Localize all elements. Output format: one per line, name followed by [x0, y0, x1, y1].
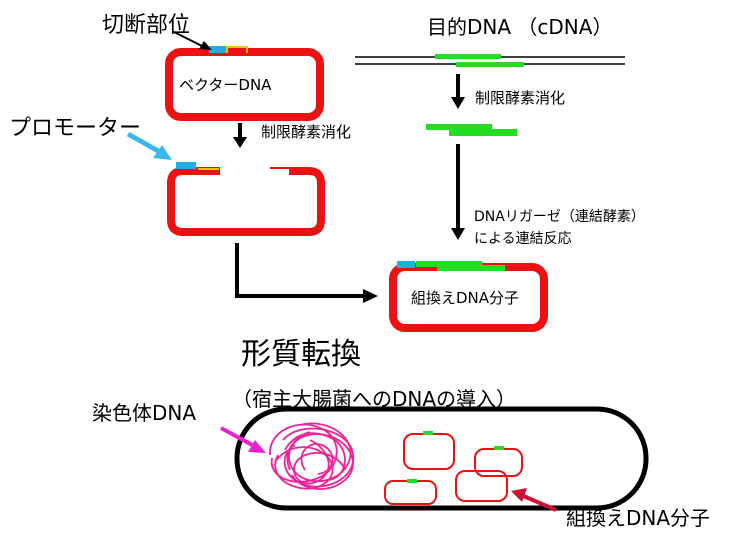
cell-plasmid-3-insert: [494, 446, 504, 450]
cut-vector-promoter: [176, 162, 196, 169]
fragment-bottom: [449, 129, 517, 136]
promoter-arrowhead: [153, 145, 172, 160]
arrow-down-left-head: [233, 137, 247, 148]
promoter-pointer: [126, 131, 162, 155]
recombinant-insert-bottom: [437, 265, 505, 271]
target-dna-label: 目的DNA （cDNA）: [427, 15, 613, 39]
ligase-label-line1: DNAリガーゼ（連結酵素）: [474, 209, 645, 225]
recombinant-promoter: [397, 261, 415, 268]
promoter-label: プロモーター: [9, 116, 142, 141]
cut-vector-plasmid: [167, 167, 325, 236]
chromosome-pointer: [220, 426, 257, 449]
cell-plasmid-1: [403, 433, 455, 470]
target-gene-bottom: [456, 62, 524, 67]
fragment-top: [426, 124, 492, 130]
recombinant-pointer: [520, 493, 557, 512]
cell-plasmid-4: [455, 470, 508, 502]
arrow-down-ligase-head: [451, 228, 465, 240]
cell-plasmid-1-insert: [423, 431, 433, 435]
restriction-right-label: 制限酵素消化: [475, 89, 566, 107]
host-ecoli-cell: [234, 406, 649, 511]
recombinant-arrowhead: [511, 488, 527, 502]
chromosomal-dna-tangle: [269, 422, 355, 490]
recombinant-box-label: 組換えDNA分子: [411, 289, 520, 307]
vector-cut-site-bracket: [226, 46, 248, 53]
vector-plasmid: [165, 48, 324, 121]
ligation-arrow-path: [235, 243, 365, 298]
chromosomal-dna-label: 染色体DNA: [92, 401, 197, 425]
arrow-down-right-head: [451, 97, 465, 109]
recombinant-insert-top: [416, 261, 482, 267]
ligase-label-line2: による連結反応: [474, 231, 572, 247]
introduction-label: （宿主大腸菌へのDNAの導入）: [232, 387, 517, 411]
cell-plasmid-2: [384, 480, 437, 505]
recombinant-dna-label: 組換えDNA分子: [566, 506, 711, 530]
vector-promoter-segment: [209, 46, 227, 53]
cut-site-arrowhead: [199, 41, 212, 50]
vector-dna-label: ベクターDNA: [179, 76, 272, 94]
target-gene-top: [435, 54, 501, 59]
chromosome-arrowhead: [248, 440, 266, 453]
cut-site-pointer: [171, 30, 207, 49]
cell-plasmid-2-insert: [407, 479, 417, 483]
transformation-title: 形質転換: [241, 337, 361, 372]
ligation-arrow-head: [363, 289, 378, 303]
cut-site-label: 切断部位: [102, 13, 191, 38]
restriction-left-label: 制限酵素消化: [261, 123, 352, 141]
